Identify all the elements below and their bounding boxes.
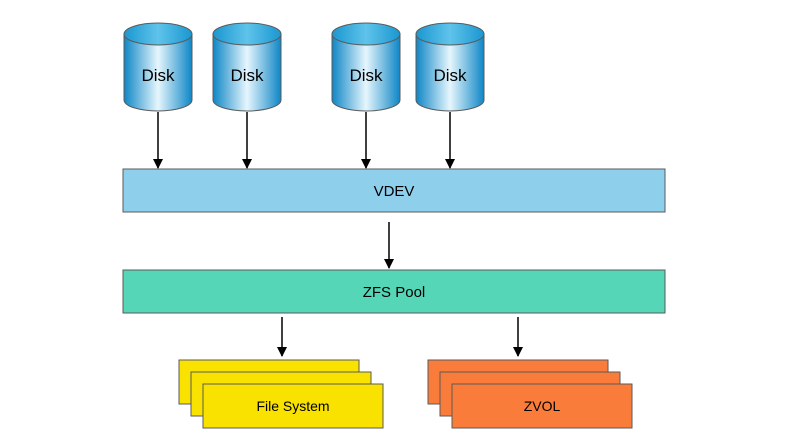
vdev-box: VDEV [122, 168, 666, 213]
zfs-pool-box: ZFS Pool [122, 269, 666, 314]
filesystem-stack: File System [178, 359, 384, 429]
zvol-stack: ZVOL [427, 359, 633, 429]
zvol-label: ZVOL [524, 398, 561, 414]
vdev-label: VDEV [374, 183, 415, 200]
disk-2: Disk [212, 22, 282, 112]
disk-1: Disk [123, 22, 193, 112]
disk-3-label: Disk [349, 66, 383, 85]
disk-2-label: Disk [230, 66, 264, 85]
disk-4: Disk [415, 22, 485, 112]
filesystem-label: File System [256, 398, 329, 414]
zfs-pool-label: ZFS Pool [363, 284, 426, 301]
disk-1-label: Disk [141, 66, 175, 85]
disk-4-label: Disk [433, 66, 467, 85]
disk-3: Disk [331, 22, 401, 112]
